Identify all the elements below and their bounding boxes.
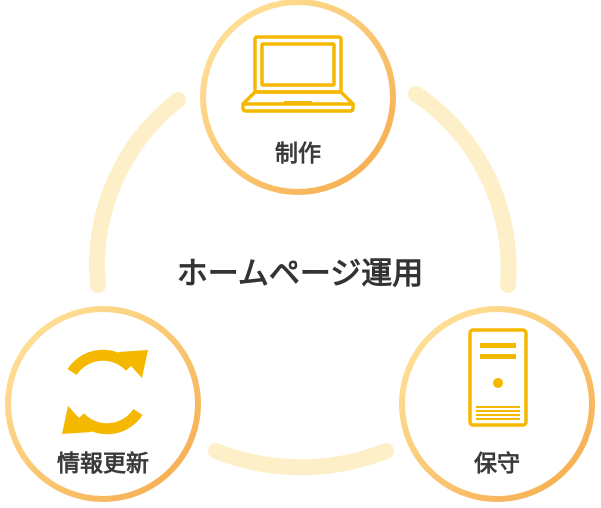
refresh-icon — [62, 349, 148, 435]
node-maintenance: 保守 — [399, 306, 595, 502]
node-production: 制作 — [200, 0, 396, 195]
node-production-label: 制作 — [275, 141, 321, 167]
ring-arc-bottom — [208, 443, 394, 476]
node-production-circle — [200, 0, 396, 195]
server-icon — [468, 328, 528, 427]
ring-arc-left — [89, 92, 186, 293]
node-update: 情報更新 — [5, 306, 201, 502]
laptop-icon — [241, 35, 355, 113]
cycle-ring — [89, 86, 517, 476]
diagram-title: ホームページ運用 — [177, 256, 423, 292]
node-maintenance-circle — [399, 306, 595, 502]
node-update-circle — [5, 306, 201, 502]
node-update-label: 情報更新 — [57, 450, 149, 477]
ring-arc-right — [408, 86, 517, 293]
node-maintenance-label: 保守 — [473, 450, 520, 477]
